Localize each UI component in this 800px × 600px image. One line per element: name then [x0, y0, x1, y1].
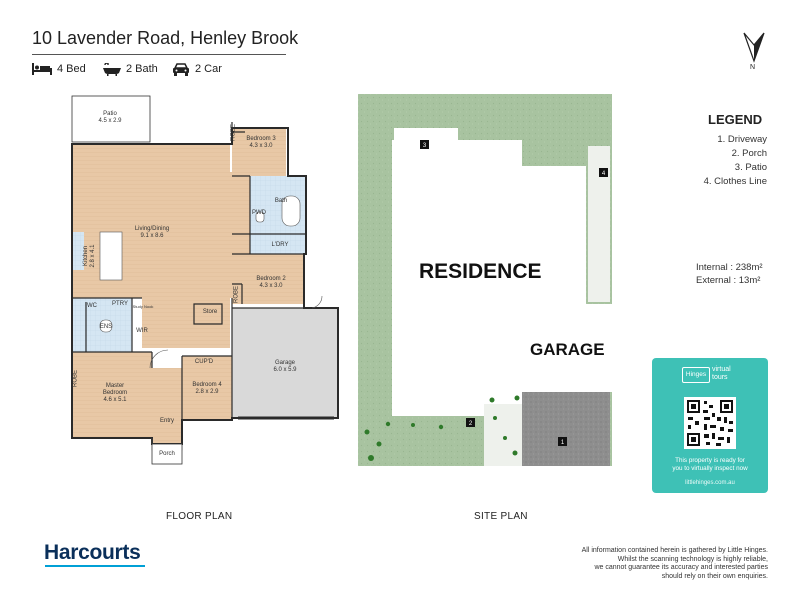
ensuite-basin: [99, 319, 113, 333]
powder-room-label: PWD: [252, 210, 266, 216]
floor-plan-caption: FLOOR PLAN: [166, 511, 233, 522]
bedroom2-floor: [232, 254, 304, 304]
qr-code-icon[interactable]: [684, 397, 736, 449]
garage-footprint: [526, 304, 612, 392]
legend-item-patio: 3. Patio: [734, 162, 767, 173]
legend-item-driveway: 1. Driveway: [717, 134, 767, 145]
entry-label: Entry: [159, 418, 174, 424]
wc-label: WC: [87, 303, 97, 309]
legend-title: LEGEND: [708, 112, 763, 127]
residence-footprint: [392, 166, 586, 304]
harcourts-logo: Harcourts: [44, 541, 141, 564]
laundry-floor: [250, 234, 306, 254]
internal-area-label: Internal: [696, 262, 728, 273]
bedrooms-label: 4 Bed: [57, 63, 86, 75]
front-path: [484, 404, 526, 466]
master-bedroom-floor: [72, 352, 152, 438]
north-arrow-icon: [743, 32, 765, 63]
pantry-label: PTRY: [112, 301, 128, 307]
garage-floor: [232, 308, 338, 418]
virtual-tour-url[interactable]: littlehinges.com.au: [685, 480, 735, 486]
car-spaces-label: 2 Car: [195, 63, 222, 75]
site-plan-caption: SITE PLAN: [474, 511, 528, 522]
front-lawn: [358, 418, 484, 466]
north-label: N: [750, 64, 756, 71]
bedroom4-floor: [182, 356, 232, 420]
study-nook-label: Study Nook: [132, 304, 154, 309]
toilet-fixture: [255, 211, 265, 223]
brand-underline: [45, 565, 145, 567]
bathtub-fixture: [281, 195, 301, 227]
marker-1-label: 1: [561, 440, 565, 446]
living-dining-floor: [72, 144, 230, 298]
bedroom3-floor: [232, 128, 286, 176]
garage-site-label: GARAGE: [530, 340, 605, 359]
cupboard-label: CUP'D: [194, 359, 214, 365]
hinges-logo: Hinges: [682, 367, 710, 383]
title-divider: [32, 54, 286, 55]
side-path: [588, 146, 610, 302]
external-area-label: External: [696, 275, 731, 286]
bath-icon: [103, 62, 121, 76]
driveway-area: [522, 392, 610, 466]
legend-item-porch: 2. Porch: [731, 148, 767, 159]
laundry-label: L'DRY: [271, 242, 289, 248]
marker-2-label: 2: [469, 421, 473, 427]
residence-upper-wing: [392, 140, 522, 170]
entry-floor: [152, 368, 182, 444]
feature-car-spaces: 2 Car: [172, 61, 222, 77]
internal-area: Internal : 238m²: [696, 262, 763, 273]
bed-icon: [32, 63, 52, 75]
ensuite-label: ENS: [99, 324, 113, 330]
porch-label: Porch: [159, 451, 175, 457]
car-icon: [173, 62, 189, 76]
legend-item-clothes-line: 4. Clothes Line: [703, 176, 767, 187]
feature-bathrooms: 2 Bath: [103, 61, 158, 77]
bathrooms-label: 2 Bath: [126, 63, 158, 75]
walk-in-robe-label: WIR: [136, 328, 148, 334]
disclaimer-text: All information contained herein is gath…: [581, 547, 768, 580]
residence-label: RESIDENCE: [419, 260, 542, 283]
patio-area: [71, 95, 151, 143]
marker-4-label: 4: [602, 171, 606, 177]
marker-3-label: 3: [423, 143, 427, 149]
porch-area: [151, 443, 183, 465]
internal-area-value: : 238m²: [730, 262, 763, 273]
feature-bedrooms: 4 Bed: [32, 61, 86, 77]
hall-lower-floor: [142, 298, 230, 348]
store-label: Store: [202, 309, 218, 315]
residence-lower-wing: [392, 300, 526, 416]
kitchen-counter: [72, 232, 84, 270]
kitchen-island: [99, 231, 123, 281]
property-address: 10 Lavender Road, Henley Brook: [32, 28, 299, 48]
external-area-value: : 13m²: [733, 275, 761, 286]
bath-label: Bath: [274, 198, 288, 204]
external-area: External : 13m²: [696, 275, 760, 286]
